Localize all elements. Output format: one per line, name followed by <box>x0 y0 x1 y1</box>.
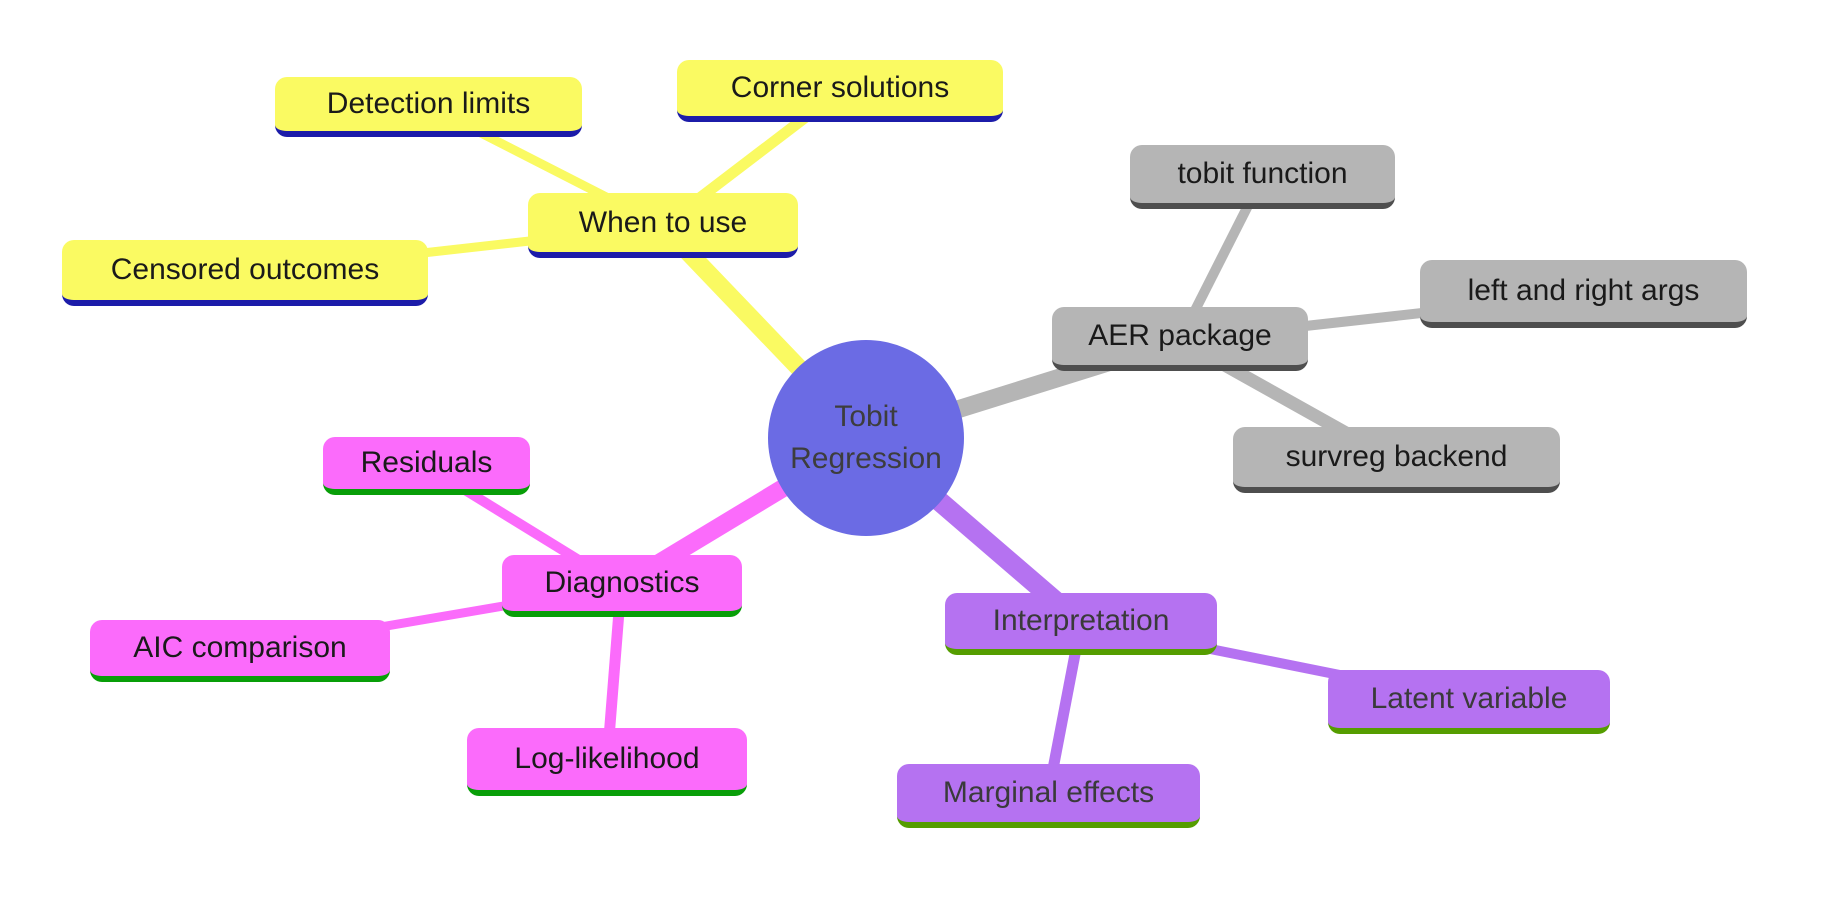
node-residuals-label: Residuals <box>360 446 493 479</box>
node-diagnostics[interactable]: Diagnostics <box>502 555 742 617</box>
node-latent-variable-label: Latent variable <box>1370 682 1568 715</box>
node-detection-limits-label: Detection limits <box>326 87 531 120</box>
node-diagnostics-label: Diagnostics <box>544 566 700 599</box>
node-when-to-use-label: When to use <box>578 205 748 239</box>
node-survreg-backend-label: survreg backend <box>1285 440 1508 473</box>
node-aic-comparison-label: AIC comparison <box>133 631 347 664</box>
node-log-likelihood-label: Log-likelihood <box>514 742 700 775</box>
node-interpretation[interactable]: Interpretation <box>945 593 1217 655</box>
node-tobit-function-label: tobit function <box>1177 157 1348 190</box>
node-tobit-function[interactable]: tobit function <box>1130 145 1395 209</box>
node-aic-comparison[interactable]: AIC comparison <box>90 620 390 682</box>
root-label-line2: Regression <box>790 442 942 475</box>
node-aer-package-label: AER package <box>1088 319 1272 352</box>
node-log-likelihood[interactable]: Log-likelihood <box>467 728 747 796</box>
node-when-to-use[interactable]: When to use <box>528 193 798 258</box>
node-censored-outcomes-label: Censored outcomes <box>110 253 380 286</box>
node-corner-solutions[interactable]: Corner solutions <box>677 60 1003 122</box>
node-marginal-effects[interactable]: Marginal effects <box>897 764 1200 828</box>
node-left-right-args-label: left and right args <box>1467 274 1700 307</box>
node-detection-limits[interactable]: Detection limits <box>275 77 582 137</box>
node-latent-variable[interactable]: Latent variable <box>1328 670 1610 734</box>
node-corner-solutions-label: Corner solutions <box>730 71 950 104</box>
node-marginal-effects-label: Marginal effects <box>942 776 1155 809</box>
node-censored-outcomes[interactable]: Censored outcomes <box>62 240 428 306</box>
root-label-line1: Tobit <box>834 400 898 433</box>
node-residuals[interactable]: Residuals <box>323 437 530 495</box>
node-left-right-args[interactable]: left and right args <box>1420 260 1747 328</box>
node-aer-package[interactable]: AER package <box>1052 307 1308 371</box>
node-survreg-backend[interactable]: survreg backend <box>1233 427 1560 493</box>
node-interpretation-label: Interpretation <box>992 604 1170 637</box>
node-root-tobit-regression[interactable]: Tobit Regression <box>768 340 964 536</box>
